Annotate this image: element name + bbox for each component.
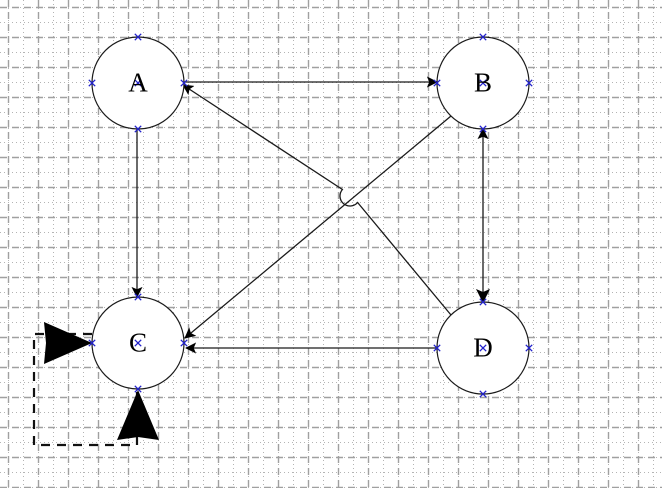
handle-stroke bbox=[134, 293, 142, 301]
selection-handle-x-icon[interactable] bbox=[433, 79, 441, 87]
node-label-a: A bbox=[128, 67, 148, 98]
handle-stroke bbox=[525, 344, 533, 352]
selection-handle-x-icon[interactable] bbox=[134, 79, 142, 87]
dashed-path-arrow-south bbox=[117, 390, 159, 440]
handle-stroke bbox=[134, 339, 142, 347]
handle-stroke bbox=[134, 385, 142, 393]
selection-handle-x-icon[interactable] bbox=[134, 385, 142, 393]
handle-stroke bbox=[88, 339, 96, 347]
edge-d-to-a[interactable] bbox=[182, 84, 452, 316]
selection-handle-x-icon[interactable] bbox=[134, 339, 142, 347]
selection-handle-x-icon[interactable] bbox=[180, 79, 188, 87]
handle-stroke bbox=[134, 33, 142, 41]
selection-handle-x-icon[interactable] bbox=[479, 125, 487, 133]
handle-stroke bbox=[180, 79, 188, 87]
handle-stroke bbox=[134, 79, 142, 87]
node-label-c: C bbox=[128, 327, 148, 358]
selection-handle-x-icon[interactable] bbox=[479, 33, 487, 41]
selection-handle-x-icon[interactable] bbox=[479, 344, 487, 352]
handle-stroke bbox=[479, 79, 487, 87]
handle-stroke bbox=[134, 125, 142, 133]
edges-group[interactable] bbox=[32, 76, 490, 447]
handle-stroke bbox=[180, 339, 188, 347]
selection-handle-x-icon[interactable] bbox=[134, 33, 142, 41]
selection-handle-x-icon[interactable] bbox=[134, 293, 142, 301]
selection-handle-x-icon[interactable] bbox=[134, 125, 142, 133]
selection-handle-x-icon[interactable] bbox=[88, 339, 96, 347]
handles-group[interactable] bbox=[88, 33, 533, 398]
handle-stroke bbox=[525, 79, 533, 87]
node-label-d: D bbox=[473, 332, 493, 363]
selection-handle-x-icon[interactable] bbox=[525, 344, 533, 352]
selection-handle-x-icon[interactable] bbox=[479, 298, 487, 306]
handle-stroke bbox=[479, 298, 487, 306]
handle-stroke bbox=[479, 344, 487, 352]
selection-handle-x-icon[interactable] bbox=[479, 390, 487, 398]
nodes-group[interactable] bbox=[91, 36, 530, 395]
handle-stroke bbox=[433, 79, 441, 87]
handle-stroke bbox=[88, 79, 96, 87]
handle-stroke bbox=[433, 344, 441, 352]
dashed-path-arrow-west bbox=[44, 322, 92, 364]
selection-handle-x-icon[interactable] bbox=[433, 344, 441, 352]
selection-handle-x-icon[interactable] bbox=[88, 79, 96, 87]
selection-handle-x-icon[interactable] bbox=[180, 339, 188, 347]
handle-stroke bbox=[479, 125, 487, 133]
edge-b-to-c[interactable] bbox=[184, 115, 452, 339]
handle-stroke bbox=[479, 390, 487, 398]
node-label-b: B bbox=[473, 67, 493, 98]
selection-handle-x-icon[interactable] bbox=[525, 79, 533, 87]
handle-stroke bbox=[479, 33, 487, 41]
selection-handle-x-icon[interactable] bbox=[479, 79, 487, 87]
